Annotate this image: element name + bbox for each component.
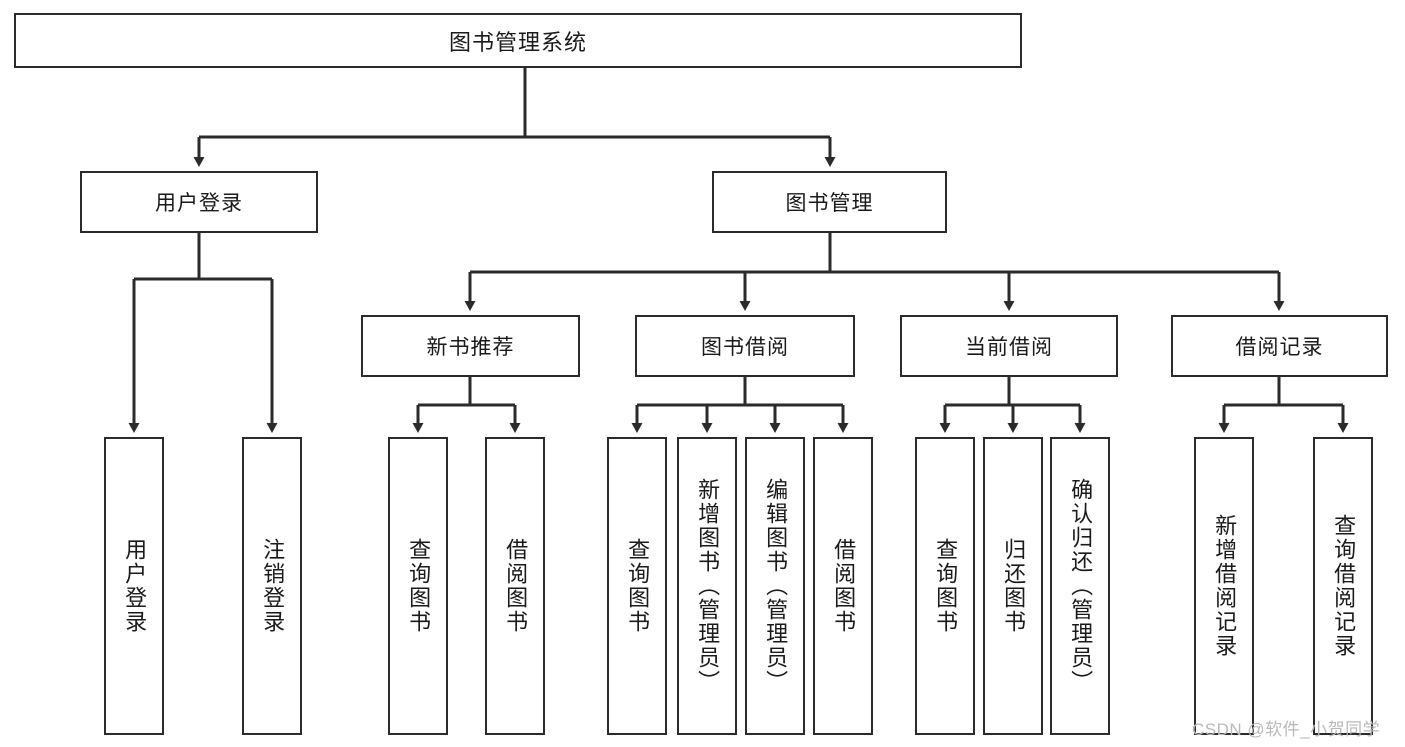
node-leaf-add-book-label: 新增图书（管理员） (695, 478, 721, 694)
node-leaf-add-record[interactable]: 新增借阅记录 (1194, 437, 1254, 735)
node-book-manage-label: 图书管理 (785, 192, 874, 215)
node-leaf-query-book-2[interactable]: 查询图书 (607, 437, 667, 735)
node-leaf-user-login-label: 用户登录 (122, 538, 148, 634)
node-current-borrow-label: 当前借阅 (965, 336, 1053, 359)
node-leaf-return-book[interactable]: 归还图书 (983, 437, 1043, 735)
node-leaf-return-book-label: 归还图书 (1001, 538, 1027, 634)
node-borrow-record[interactable]: 借阅记录 (1171, 315, 1388, 377)
node-leaf-query-book-3-label: 查询图书 (933, 538, 959, 634)
node-leaf-add-record-label: 新增借阅记录 (1212, 514, 1238, 658)
node-root-label: 图书管理系统 (448, 29, 587, 55)
node-user-login[interactable]: 用户登录 (80, 171, 318, 233)
node-leaf-borrow-book-1[interactable]: 借阅图书 (485, 437, 545, 735)
node-root[interactable]: 图书管理系统 (14, 13, 1022, 68)
node-leaf-borrow-book-2-label: 借阅图书 (831, 538, 857, 634)
node-user-login-label: 用户登录 (155, 192, 243, 215)
node-new-book-rec-label: 新书推荐 (426, 336, 515, 359)
node-current-borrow[interactable]: 当前借阅 (900, 315, 1118, 377)
node-leaf-query-record[interactable]: 查询借阅记录 (1313, 437, 1373, 735)
node-leaf-edit-book[interactable]: 编辑图书（管理员） (745, 437, 805, 735)
node-new-book-rec[interactable]: 新书推荐 (361, 315, 580, 377)
node-leaf-query-book-1[interactable]: 查询图书 (388, 437, 448, 735)
node-leaf-logout-label: 注销登录 (260, 538, 286, 634)
node-book-borrow-label: 图书借阅 (701, 336, 789, 359)
node-leaf-logout[interactable]: 注销登录 (242, 437, 302, 735)
node-leaf-confirm-return-label: 确认归还（管理员） (1068, 478, 1094, 694)
node-book-borrow[interactable]: 图书借阅 (635, 315, 855, 377)
node-leaf-query-book-2-label: 查询图书 (625, 538, 651, 634)
node-leaf-query-record-label: 查询借阅记录 (1331, 514, 1357, 658)
node-leaf-query-book-1-label: 查询图书 (406, 538, 432, 634)
csdn-watermark: CSDN @软件_小贺同学 (1192, 720, 1381, 739)
node-leaf-borrow-book-2[interactable]: 借阅图书 (813, 437, 873, 735)
node-leaf-user-login[interactable]: 用户登录 (104, 437, 164, 735)
node-leaf-edit-book-label: 编辑图书（管理员） (763, 478, 789, 694)
node-leaf-confirm-return[interactable]: 确认归还（管理员） (1050, 437, 1110, 735)
node-book-manage[interactable]: 图书管理 (712, 171, 947, 233)
node-leaf-borrow-book-1-label: 借阅图书 (503, 538, 529, 634)
node-leaf-query-book-3[interactable]: 查询图书 (915, 437, 975, 735)
node-leaf-add-book[interactable]: 新增图书（管理员） (677, 437, 737, 735)
node-borrow-record-label: 借阅记录 (1235, 336, 1324, 359)
